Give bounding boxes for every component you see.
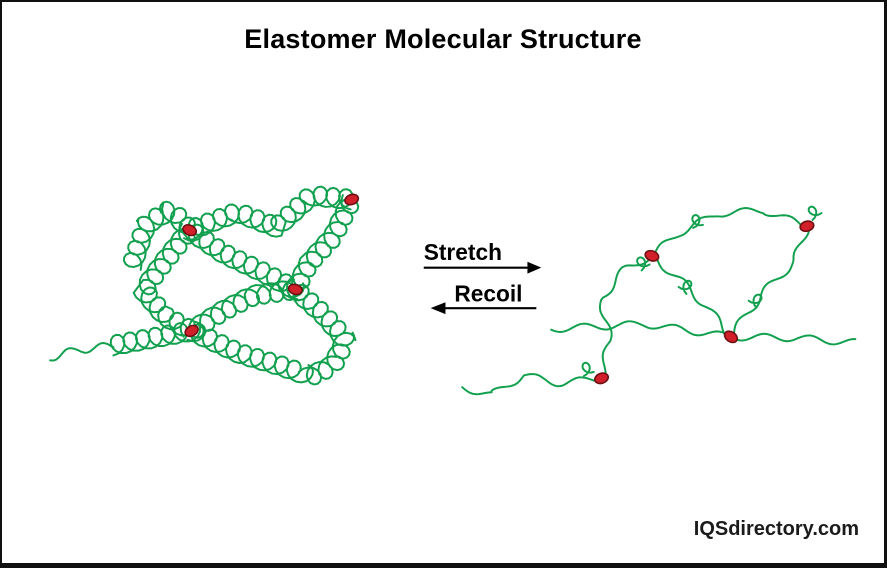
stretched-structure — [461, 205, 857, 396]
crosslink-node — [644, 249, 660, 262]
left-arrow-icon — [430, 302, 537, 315]
recoil-label: Recoil — [454, 280, 522, 306]
polymer-coil-chain — [122, 185, 354, 271]
crosslinks — [182, 193, 815, 385]
chain-curl — [677, 279, 693, 295]
stretched-polymer-chain — [731, 226, 811, 340]
chain-curl — [807, 205, 823, 221]
transition-arrows: Stretch Recoil — [423, 239, 542, 315]
chain-curl — [581, 361, 595, 377]
stretch-label: Stretch — [424, 239, 502, 265]
crosslink-node — [287, 283, 303, 296]
polymer-chain-tail — [49, 342, 115, 362]
chain-curl — [747, 293, 763, 309]
crosslink-node — [182, 224, 198, 237]
polymer-coil-chain — [186, 323, 314, 384]
stretched-polymer-chain — [461, 373, 602, 396]
page-title: Elastomer Molecular Structure — [244, 24, 642, 54]
chain-curl — [636, 256, 651, 272]
chain-curl — [691, 214, 704, 229]
stretched-polymer-chain — [652, 252, 729, 340]
polymer-coil-chain — [285, 194, 360, 301]
polymer-coil-chain — [183, 223, 305, 298]
stretched-polymer-chain — [550, 320, 857, 346]
crosslink-node — [723, 330, 739, 344]
crosslink-node — [344, 193, 360, 206]
polymer-coil-chain — [287, 283, 357, 386]
crosslink-node — [594, 372, 610, 385]
polymer-coil-chain — [132, 222, 197, 338]
coiled-structure — [49, 185, 360, 386]
watermark: IQSdirectory.com — [693, 518, 859, 540]
stretched-polymer-chain — [652, 207, 807, 259]
right-arrow-icon — [423, 261, 542, 274]
stretched-polymer-chain — [598, 255, 653, 380]
crosslink-node — [184, 324, 199, 338]
crosslink-node — [799, 220, 815, 233]
